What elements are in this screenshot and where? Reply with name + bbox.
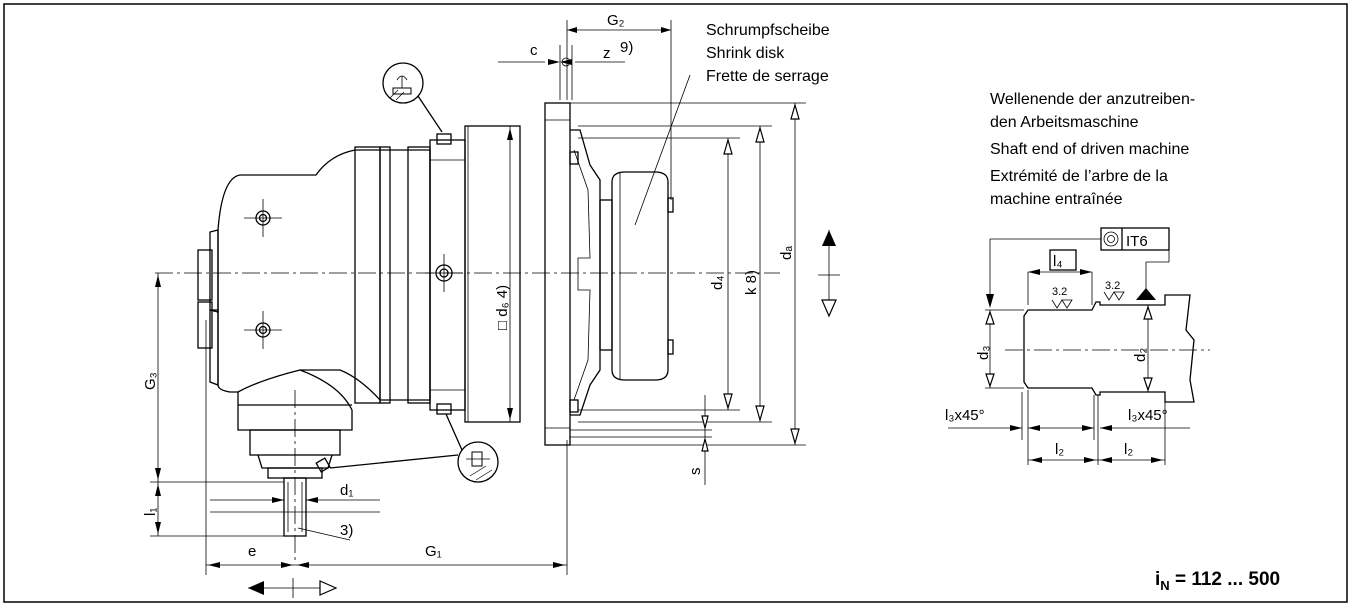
dim-l2-right: l₂ (1124, 441, 1133, 458)
dim-d2: d₂ (1132, 348, 1149, 362)
screw-bottom (244, 311, 282, 349)
screw-top (244, 199, 282, 237)
drawing-frame (3, 3, 1348, 603)
rotation-arrows-vertical (818, 230, 840, 318)
tolerance-it6: IT6 (1126, 233, 1148, 250)
note-3: 3) (340, 522, 353, 539)
ratio-range: iN = 112 ... 500 (1155, 569, 1280, 593)
label-shrink-disk-en: Shrink disk (706, 45, 785, 62)
dim-d4: d₄ (709, 276, 726, 290)
drain-symbol (329, 413, 499, 483)
screw-center (425, 254, 463, 292)
vent-symbol (382, 62, 443, 133)
roughness-1: 3.2 (1052, 286, 1067, 298)
dim-da: dₐ (778, 246, 795, 260)
label-shaft-en: Shaft end of driven machine (990, 141, 1189, 158)
dim-e: e (248, 543, 256, 560)
label-shaft-de-2: den Arbeitsmaschine (990, 114, 1139, 131)
dim-z: z (603, 45, 611, 62)
dim-k: k 8) (743, 270, 760, 295)
label-shaft-fr-2: machine entraînée (990, 191, 1123, 208)
label-shaft-fr-1: Extrémité de l’arbre de la (990, 168, 1168, 185)
dim-s: s (687, 468, 704, 476)
dim-d1: d₁ (340, 482, 353, 499)
dim-l2-left: l₂ (1055, 441, 1064, 458)
label-shrink-disk-fr: Frette de serrage (706, 68, 829, 85)
label-shrink-disk-de: Schrumpfscheibe (706, 22, 830, 39)
note-9: 9) (620, 39, 633, 56)
shaft-end-label: Wellenende der anzutreiben- den Arbeitsm… (990, 91, 1195, 208)
dim-d6: □ d₆ 4) (494, 285, 511, 330)
label-shaft-de-1: Wellenende der anzutreiben- (990, 91, 1195, 108)
dim-G2: G₂ (607, 12, 625, 29)
gearbox-body (155, 102, 780, 560)
dim-d3: d₃ (975, 346, 992, 360)
dim-G1: G₁ (425, 543, 442, 560)
dim-l4: l₄ (1053, 253, 1062, 270)
rotation-arrows-horizontal (248, 578, 338, 598)
dim-chamfer-left: l₃x45° (945, 407, 985, 424)
dim-c: c (530, 42, 538, 59)
shaft-end-detail: IT6 l₄ 3.2 3.2 d₃ d₂ (945, 227, 1210, 465)
dim-chamfer-right: l₃x45° (1128, 407, 1168, 424)
dim-G3: G₃ (142, 372, 159, 390)
roughness-2: 3.2 (1105, 280, 1120, 292)
dim-l1: l₁ (142, 508, 159, 516)
